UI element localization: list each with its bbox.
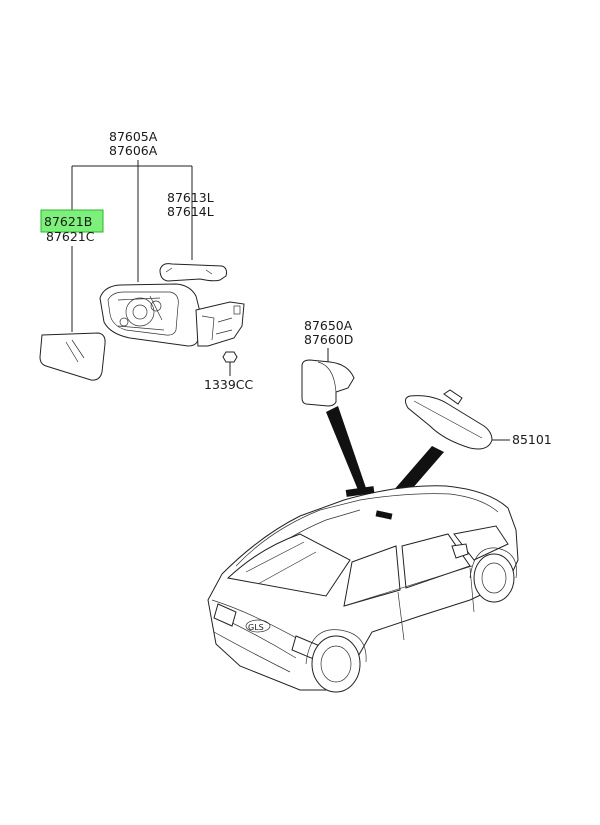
label-87660D[interactable]: 87660D bbox=[304, 332, 353, 347]
label-1339CC[interactable]: 1339CC bbox=[204, 377, 254, 392]
leader-lines-assembly bbox=[71, 160, 193, 282]
label-85101[interactable]: 85101 bbox=[512, 432, 552, 447]
highlight-87621B bbox=[40, 209, 104, 233]
label-87621B[interactable]: 87621B bbox=[44, 214, 92, 229]
label-87606A[interactable]: 87606A bbox=[109, 143, 158, 158]
mirror-glass-part[interactable] bbox=[39, 332, 106, 381]
label-87650A[interactable]: 87650A bbox=[304, 318, 353, 333]
label-87621C[interactable]: 87621C bbox=[46, 229, 95, 244]
label-87613L[interactable]: 87613L bbox=[167, 190, 214, 205]
inside-cover-part[interactable] bbox=[301, 359, 355, 407]
pointer-inside-cover bbox=[326, 406, 366, 490]
label-mirror-assembly[interactable]: 87605A 87606A bbox=[109, 129, 158, 158]
label-inside-cover[interactable]: 87650A 87660D bbox=[304, 318, 353, 347]
car-badge: GLS bbox=[248, 623, 264, 632]
label-87614L[interactable]: 87614L bbox=[167, 204, 214, 219]
inside-mirror-part[interactable] bbox=[404, 389, 510, 450]
nut-part[interactable] bbox=[222, 351, 238, 376]
label-scalp-cover[interactable]: 87613L 87614L bbox=[167, 190, 214, 219]
scalp-cover-part[interactable] bbox=[159, 263, 227, 282]
label-mirror-glass[interactable]: 87621B 87621C bbox=[44, 214, 95, 244]
mirror-housing-part[interactable] bbox=[99, 283, 245, 347]
car-illustration bbox=[207, 485, 519, 693]
label-87605A[interactable]: 87605A bbox=[109, 129, 158, 144]
